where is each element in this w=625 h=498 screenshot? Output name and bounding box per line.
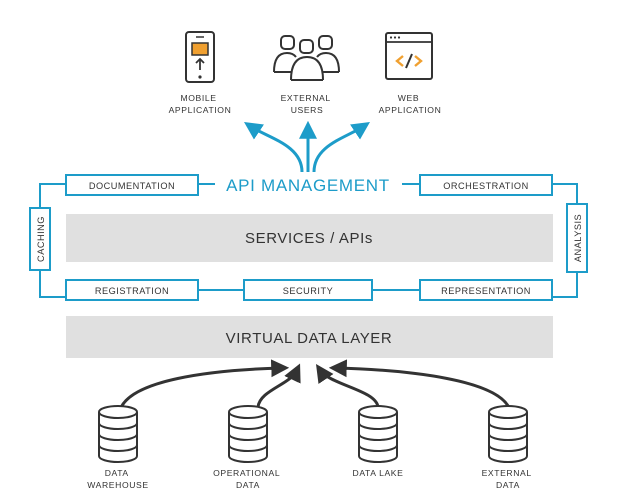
consumer-label-mobile: MOBILE APPLICATION [169, 93, 232, 115]
arrow-from-warehouse [118, 359, 290, 411]
representation-label: REPRESENTATION [441, 286, 531, 296]
source-label-external: EXTERNAL DATA [482, 468, 535, 490]
database-icon [488, 405, 528, 463]
orchestration-label: ORCHESTRATION [443, 181, 528, 191]
security-label: SECURITY [283, 286, 333, 296]
source-label-datalake: DATA LAKE [353, 468, 404, 478]
arrow-from-external [328, 359, 512, 411]
caching-label: CACHING [36, 216, 46, 262]
database-icon [358, 405, 398, 463]
analysis-label: ANALYSIS [573, 214, 583, 262]
consumer-label-web: WEB APPLICATION [379, 93, 442, 115]
database-icon [228, 405, 268, 463]
arrow-to-web [312, 122, 370, 173]
source-label-operational: OPERATIONAL DATA [213, 468, 283, 490]
security-box [243, 279, 373, 301]
services-band [66, 214, 553, 262]
source-arrows [118, 359, 512, 411]
orchestration-box [419, 174, 553, 196]
documentation-label: DOCUMENTATION [89, 181, 175, 191]
caching-box [29, 207, 51, 271]
arrow-from-operational [256, 363, 301, 408]
consumer-label-users: EXTERNAL USERS [281, 93, 334, 115]
representation-box [419, 279, 553, 301]
source-label-warehouse: DATA WAREHOUSE [87, 468, 148, 490]
registration-box [65, 279, 199, 301]
analysis-box [566, 203, 588, 273]
services-band-label: SERVICES / APIs [245, 230, 373, 247]
arrow-to-mobile [244, 122, 304, 173]
users-group-icon [273, 35, 340, 81]
api-management-title: API MANAGEMENT [226, 176, 390, 195]
browser-code-icon [385, 32, 433, 80]
virtual-data-layer-label: VIRTUAL DATA LAYER [226, 330, 393, 347]
database-icon [98, 405, 138, 463]
virtual-data-layer-band [66, 316, 553, 358]
consumer-arrows [244, 120, 370, 173]
registration-label: REGISTRATION [95, 286, 169, 296]
mobile-phone-icon [185, 31, 215, 83]
arrow-from-datalake [315, 364, 380, 408]
documentation-box [65, 174, 199, 196]
